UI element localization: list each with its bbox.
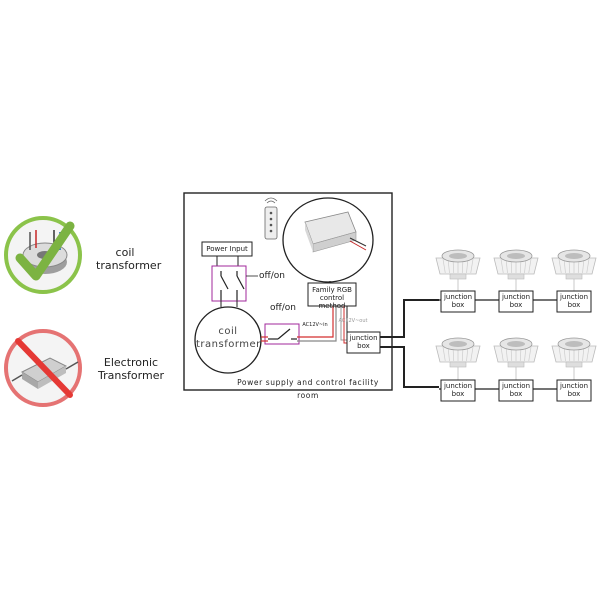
light-junction-box [498, 379, 534, 402]
secondary-switch-label: off/on [270, 303, 296, 313]
light-fixture-icon [435, 249, 481, 291]
junction-label-line2: box [451, 390, 465, 398]
electronic-transformer-label: Electronic Transformer [97, 356, 164, 382]
ac-in-label: AC12V~in [302, 322, 328, 328]
rgb-controller-label: Family RGB control method [312, 286, 352, 310]
secondary-switch-icon [268, 328, 297, 340]
junction-label-line1: junction [501, 293, 531, 301]
light-junction-box [498, 290, 534, 313]
main-switch-box [211, 265, 247, 302]
junction-label-line1: junction [559, 293, 589, 301]
light-junction-box [440, 290, 476, 313]
junction-label-line2: box [451, 301, 465, 309]
light-array [435, 249, 597, 402]
electronic-transformer-badge [4, 329, 82, 407]
junction-label-line1: junction [443, 293, 473, 301]
remote-control-icon [264, 197, 278, 240]
light-junction-box [440, 379, 476, 402]
junction-label-line2: box [567, 301, 581, 309]
light-junction-box [556, 379, 592, 402]
junction-label-line2: box [567, 390, 581, 398]
power-room-frame [183, 192, 393, 391]
room-junction-label: junction box [349, 334, 378, 350]
light-junction-box [556, 290, 592, 313]
junction-label-line1: junction [443, 382, 473, 390]
coil-transformer-symbol [194, 306, 262, 374]
coil-transformer-badge [4, 216, 82, 294]
junction-label-line1: junction [559, 382, 589, 390]
prohibited-icon [15, 338, 73, 398]
light-fixture-icon [551, 249, 597, 291]
junction-label-line2: box [509, 301, 523, 309]
light-fixture-icon [551, 337, 597, 380]
check-icon [15, 221, 75, 281]
main-switch-icon [220, 271, 245, 300]
room-junction-box [346, 331, 381, 354]
rgb-controller-box [307, 282, 357, 307]
junction-label-line1: junction [501, 382, 531, 390]
coil-transformer-label: coil transformer [96, 246, 162, 272]
light-fixture-icon [435, 337, 481, 380]
power-input-label: Power Input [206, 245, 248, 253]
room-caption: Power supply and control facility room [237, 378, 379, 400]
rgb-receiver-icon [304, 211, 367, 253]
receiver-circle [282, 197, 374, 283]
power-input-box [201, 241, 253, 257]
light-fixture-icon [493, 337, 539, 380]
junction-label-line2: box [509, 390, 523, 398]
main-switch-label: off/on [259, 271, 285, 281]
secondary-switch-box [264, 323, 300, 345]
ac-out-label: AC12V~out [338, 318, 368, 324]
light-fixture-icon [493, 249, 539, 291]
coil-transformer-symbol-label: coil transformer [196, 326, 261, 350]
